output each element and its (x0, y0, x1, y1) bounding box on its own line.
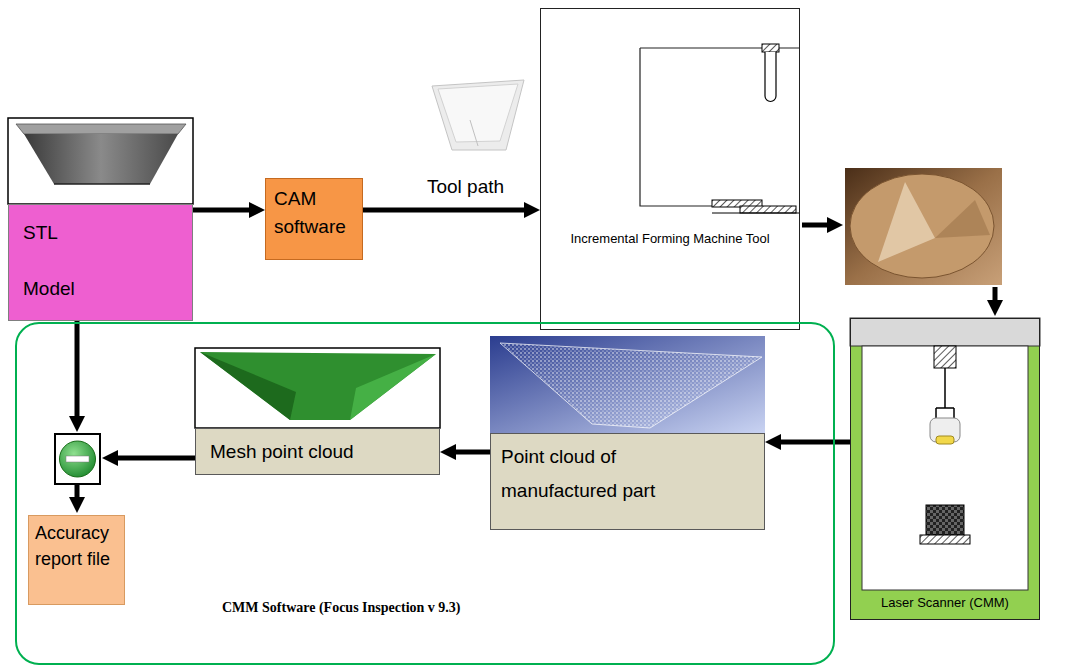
process-box: CAM software (265, 178, 363, 260)
flow-arrow (75, 485, 80, 503)
scanned-part (926, 505, 964, 535)
point-cloud-picture (490, 336, 765, 433)
data-box: Mesh point cloud (195, 428, 440, 475)
box-label: STL Model (23, 205, 93, 317)
flow-arrow (802, 223, 833, 228)
mesh-picture-frame (195, 348, 440, 428)
scanner-chamber (862, 346, 1028, 590)
machine-label: Incremental Forming Machine Tool (541, 231, 799, 246)
point-cloud-shape (500, 343, 762, 428)
flow-arrow (993, 287, 998, 306)
formed-dish (850, 174, 994, 278)
mesh-facet (350, 354, 436, 420)
table-line (712, 213, 800, 214)
spindle-block (762, 44, 779, 52)
box-label: CAM software (274, 185, 356, 241)
data-box: Point cloud of manufactured part (490, 433, 765, 530)
laser-lens (936, 436, 954, 444)
box-label: Point cloud of manufactured part (501, 440, 701, 508)
box-label: Mesh point cloud (210, 438, 354, 466)
model-box: STL Model (8, 204, 193, 321)
software-group: CMM Software (Focus Inspection v 9.3) Poi… (15, 322, 835, 665)
scanner-spindle (934, 346, 956, 368)
scanner-base (920, 535, 970, 544)
machine-box: Incremental Forming Machine Tool (540, 8, 800, 330)
forming-tool (765, 52, 776, 102)
group-heading: CMM Software (Focus Inspection v 9.3) (222, 600, 461, 616)
tray-walls (24, 134, 178, 184)
tray-rim (16, 124, 186, 134)
formed-cone-shadow (935, 200, 990, 238)
flow-arrow (75, 318, 80, 422)
flow-arrow (363, 208, 530, 213)
mesh-facet (200, 352, 296, 420)
scanner-bridge (850, 318, 1040, 346)
toolpath-tray (432, 80, 524, 150)
compare-icon-frame (55, 434, 100, 484)
scanner-housing (850, 318, 1040, 620)
machine-frame (640, 48, 800, 206)
tray-bottom (54, 183, 150, 185)
flow-arrow (193, 208, 255, 213)
scanner-box: Laser Scanner (CMM) (850, 318, 1040, 620)
toolpath-tray-inner (438, 84, 518, 142)
edge-label: Tool path (424, 176, 507, 198)
compare-icon (60, 441, 96, 477)
scanner-label: Laser Scanner (CMM) (851, 595, 1039, 610)
toolpath-line (470, 120, 478, 146)
minus-sign (66, 456, 89, 462)
formed-cone-highlight (878, 182, 935, 262)
box-label: Accuracy report file (35, 520, 119, 572)
mesh-shape (200, 352, 436, 420)
stl-picture-frame (8, 118, 193, 204)
work-table (740, 206, 796, 213)
report-box: Accuracy report file (28, 515, 125, 605)
flow-arrow (775, 440, 850, 445)
flow-arrow (450, 450, 490, 455)
formed-part-photo (845, 168, 1002, 285)
probe-arm (936, 368, 954, 418)
flow-arrow (112, 456, 195, 461)
